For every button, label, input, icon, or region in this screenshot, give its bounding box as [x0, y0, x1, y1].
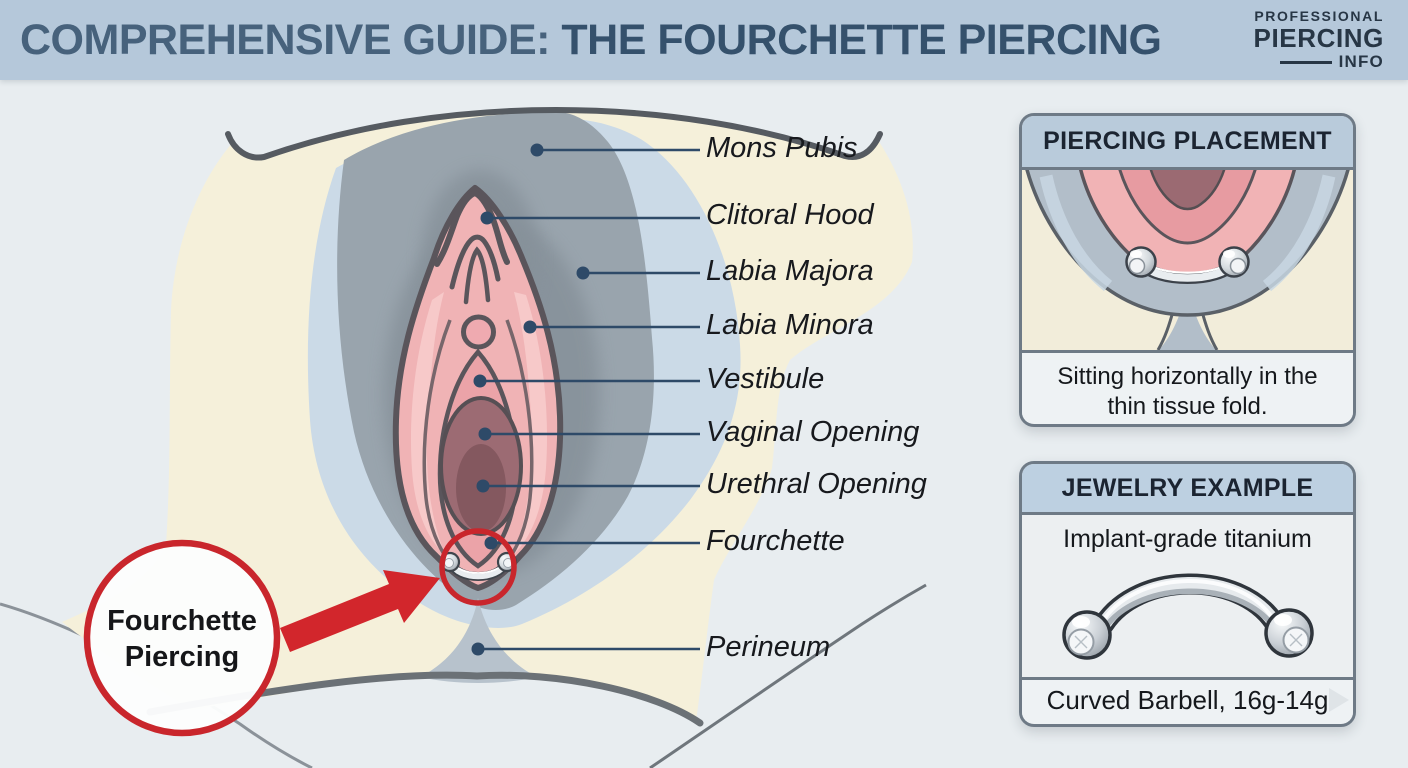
mini-blue-right [1262, 174, 1336, 292]
label-mons-pubis: Mons Pubis [706, 132, 858, 165]
label-clitoral-hood: Clitoral Hood [706, 199, 874, 232]
jewelry-panel-title: JEWELRY EXAMPLE [1022, 464, 1353, 515]
jewelry-body: Implant-grade titanium [1022, 515, 1353, 677]
curved-barbell-illustration [1061, 573, 1314, 660]
callout-line1: Fourchette [107, 605, 257, 637]
jewelry-panel: JEWELRY EXAMPLE Implant-grade titanium [1019, 461, 1356, 727]
perineum-shape [420, 598, 537, 683]
inner-hood-line [449, 234, 501, 290]
header-bar: COMPREHENSIVE GUIDE: THE FOURCHETTE PIER… [0, 0, 1408, 80]
jewel-facets [1074, 633, 1302, 649]
barbell-silver [1096, 577, 1281, 631]
piercing-highlight-circle [439, 528, 517, 606]
ball-left-highlight [1071, 616, 1090, 628]
label-vestibule: Vestibule [706, 363, 825, 396]
label-dots [471, 143, 590, 656]
placement-panel: PIERCING PLACEMENT [1019, 113, 1356, 427]
logo-line-professional: PROFESSIONAL [1254, 8, 1384, 24]
logo-line-info: INFO [1279, 51, 1384, 72]
hood-stem-line [463, 246, 491, 305]
barbell-highlight [1102, 579, 1273, 620]
placement-panel-title: PIERCING PLACEMENT [1022, 116, 1353, 170]
jewelry-material-text: Implant-grade titanium [1063, 525, 1312, 553]
gem-left [444, 558, 454, 568]
jewelry-footer: Curved Barbell, 16g-14g [1022, 677, 1353, 721]
logo-line-piercing: PIERCING [1253, 23, 1384, 54]
page-title: COMPREHENSIVE GUIDE: THE FOURCHETTE PIER… [0, 15, 1162, 65]
mini-ball-right-highlight [1223, 250, 1235, 258]
mini-opening [1149, 170, 1226, 211]
clitoral-glans [461, 314, 496, 350]
placement-caption-line1: Sitting horizontally in the [1057, 363, 1318, 390]
page-title-prefix: COMPREHENSIVE GUIDE: [20, 15, 562, 64]
right-labia-highlight [512, 292, 548, 556]
label-perineum: Perineum [706, 631, 831, 664]
brand-logo: PROFESSIONAL PIERCING INFO [1253, 8, 1384, 72]
placement-illustration [1022, 170, 1353, 350]
mini-gem-right [1229, 257, 1247, 275]
label-fourchette: Fourchette [706, 525, 845, 558]
watermark-chevron-icon [1329, 688, 1349, 712]
placement-caption: Sitting horizontally in the thin tissue … [1022, 350, 1353, 422]
callout-circle [83, 539, 281, 737]
right-leg-line [649, 583, 927, 768]
mini-blue-left [1039, 174, 1113, 292]
mini-gem-left [1128, 257, 1146, 275]
jewelry-spec-text: Curved Barbell, 16g-14g [1046, 685, 1329, 715]
ball-right-highlight [1273, 614, 1292, 626]
label-urethral-opening: Urethral Opening [706, 468, 927, 501]
label-labia-minora: Labia Minora [706, 309, 874, 342]
vulva-anatomy-illustration [0, 106, 927, 768]
logo-rule [1279, 61, 1332, 64]
callout-line2: Piercing [124, 641, 240, 673]
barbell-shade [1101, 588, 1276, 631]
mini-ball-left-highlight [1130, 250, 1142, 258]
hip-crease-line [225, 106, 883, 161]
left-labia-highlight [410, 292, 446, 556]
red-arrow [280, 570, 440, 652]
logo-info-text: INFO [1338, 51, 1384, 71]
placement-caption-line2: thin tissue fold. [1107, 393, 1268, 420]
label-labia-majora: Labia Majora [706, 255, 874, 288]
mini-perineum-stem [1159, 288, 1216, 350]
callout-text: Fourchette Piercing [88, 603, 276, 675]
label-vaginal-opening: Vaginal Opening [706, 416, 920, 449]
clitoral-hood-outline [434, 189, 510, 267]
label-lines [478, 148, 700, 651]
page-title-emphasis: THE FOURCHETTE PIERCING [561, 15, 1162, 64]
